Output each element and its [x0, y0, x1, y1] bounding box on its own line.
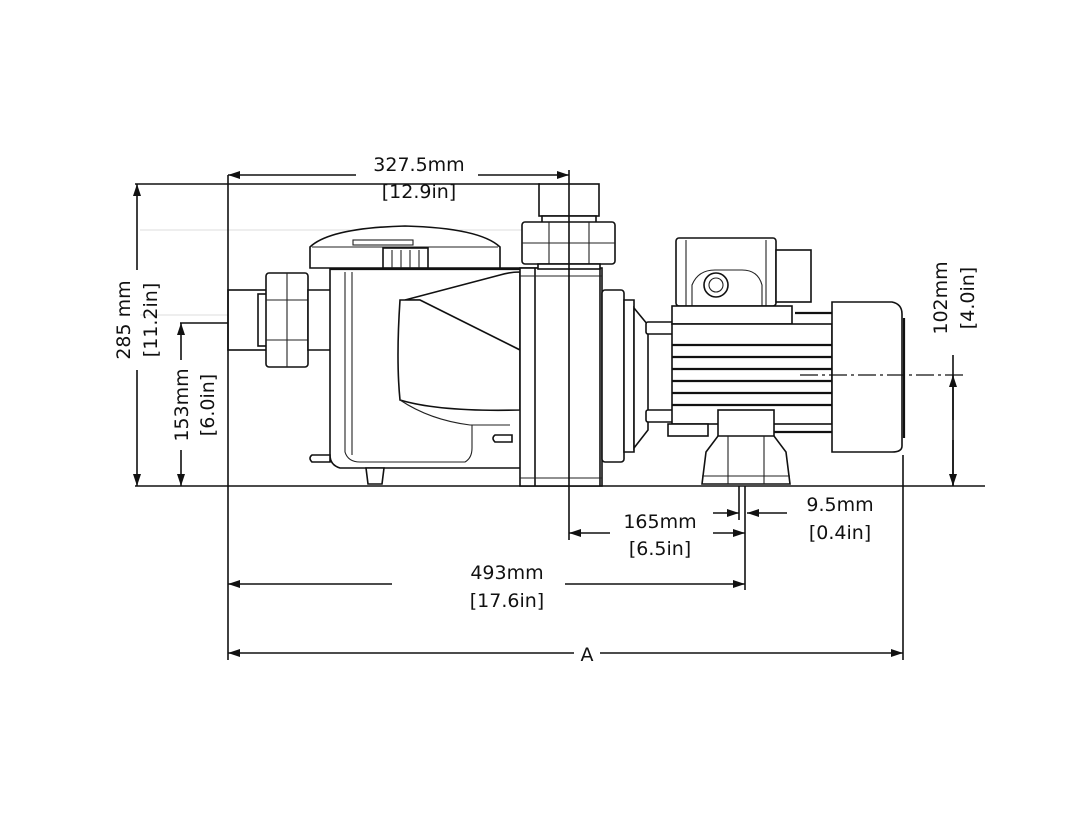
dim-inlet-height-mm: 153mm — [171, 368, 193, 441]
dim-inlet-height-in: [6.0in] — [197, 374, 219, 436]
dim-shaft-height: 102mm [4.0in] — [930, 261, 979, 486]
dim-overall-height: 285 mm [11.2in] — [113, 184, 162, 486]
dim-shaft-height-in: [4.0in] — [957, 267, 979, 329]
dim-foot-slot: 9.5mm [0.4in] — [713, 494, 874, 544]
dim-inlet-to-foot: 493mm [17.6in] — [228, 562, 745, 612]
dim-inlet-to-foot-in: [17.6in] — [470, 590, 544, 612]
dim-outlet-offset-mm: 327.5mm — [373, 154, 464, 176]
extension-lines — [135, 170, 904, 660]
dim-overall-length: A — [228, 644, 903, 666]
dim-outlet-offset: 327.5mm [12.9in] — [228, 154, 569, 203]
dim-foot-offset: 165mm [6.5in] — [569, 511, 745, 560]
strainer-lid — [309, 225, 540, 271]
dim-foot-slot-mm: 9.5mm — [806, 494, 873, 516]
dim-foot-offset-mm: 165mm — [623, 511, 696, 533]
dim-foot-slot-in: [0.4in] — [809, 522, 871, 544]
dim-inlet-height: 153mm [6.0in] — [171, 323, 219, 486]
motor — [667, 237, 906, 485]
pump-casing — [519, 267, 675, 487]
pump-illustration — [227, 183, 965, 487]
dim-overall-length-label: A — [581, 644, 594, 666]
dim-foot-offset-in: [6.5in] — [629, 538, 691, 560]
inlet-union — [227, 272, 346, 368]
dim-inlet-to-foot-mm: 493mm — [470, 562, 543, 584]
dim-shaft-height-mm: 102mm — [930, 261, 952, 334]
dim-outlet-offset-in: [12.9in] — [382, 181, 456, 203]
dim-overall-height-in: [11.2in] — [140, 283, 162, 357]
dim-overall-height-mm: 285 mm — [113, 280, 135, 359]
strainer-housing — [309, 267, 541, 485]
